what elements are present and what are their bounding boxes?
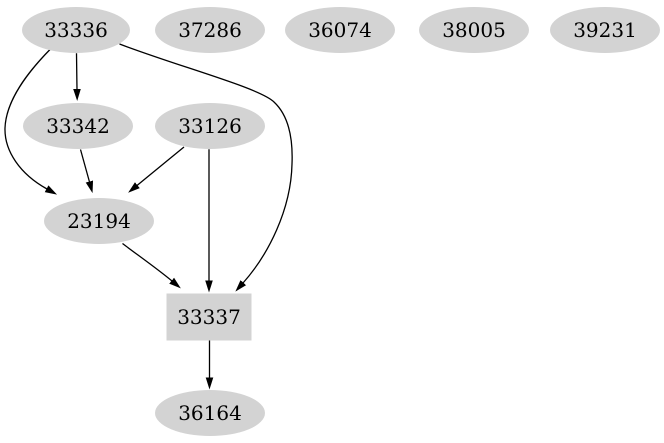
edges	[4, 43, 293, 390]
nodes: 33336 37286 36074 38005 39231 33342	[22, 7, 660, 436]
node-38005-label: 38005	[442, 18, 506, 42]
node-33126-shape	[155, 103, 265, 149]
node-33337-label: 33337	[177, 305, 241, 329]
node-39231-label: 39231	[573, 18, 637, 42]
edge-33336-23194	[4, 49, 58, 195]
node-36074-label: 36074	[308, 18, 372, 42]
node-36164-label: 36164	[178, 401, 242, 425]
node-33126-label: 33126	[178, 114, 242, 138]
node-36164: 36164	[155, 390, 265, 436]
edge-33342-23194	[79, 149, 94, 194]
node-33336: 33336	[22, 7, 130, 53]
node-33342-shape	[23, 103, 133, 149]
node-39231: 39231	[550, 7, 660, 53]
edge-33336-33337	[119, 43, 293, 292]
node-23194: 23194	[44, 198, 154, 244]
node-33336-shape	[22, 7, 130, 53]
node-33126: 33126	[155, 103, 265, 149]
node-37286-shape	[155, 7, 265, 53]
node-23194-label: 23194	[67, 209, 131, 233]
node-36074-shape	[285, 7, 395, 53]
node-37286-label: 37286	[178, 18, 242, 42]
edge-33126-23194	[128, 146, 185, 193]
node-33337-shape	[166, 293, 252, 341]
node-36074: 36074	[285, 7, 395, 53]
node-33336-label: 33336	[44, 18, 108, 42]
edge-33336-33342	[73, 53, 81, 101]
node-36164-shape	[155, 390, 265, 436]
node-37286: 37286	[155, 7, 265, 53]
node-38005-shape	[419, 7, 529, 53]
node-23194-shape	[44, 198, 154, 244]
node-33342-label: 33342	[46, 114, 110, 138]
edge-23194-33337	[122, 242, 181, 289]
node-39231-shape	[550, 7, 660, 53]
node-38005: 38005	[419, 7, 529, 53]
node-33337: 33337	[166, 293, 252, 341]
node-33342: 33342	[23, 103, 133, 149]
